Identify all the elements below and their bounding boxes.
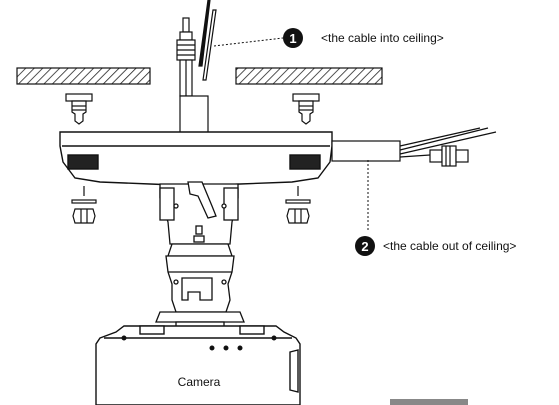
ceiling-right	[235, 67, 383, 85]
mount-plate	[59, 131, 333, 187]
callout-2: 2 <the cable out of ceiling>	[355, 160, 516, 256]
callout-1: 1 <the cable into ceiling>	[213, 28, 444, 48]
bracket-body	[159, 181, 239, 245]
nut-left	[71, 186, 97, 224]
anchor-screw-left	[65, 93, 93, 125]
cable-out-of-ceiling	[331, 127, 497, 167]
callout-1-number: 1	[289, 31, 296, 46]
camera-label: Camera	[178, 375, 221, 389]
cable-into-ceiling	[176, 0, 217, 135]
camera-housing	[95, 325, 301, 405]
callout-2-text: <the cable out of ceiling>	[383, 239, 516, 253]
ceiling-left	[16, 67, 151, 85]
callout-1-leader	[213, 37, 284, 47]
camera-arm	[155, 243, 245, 329]
anchor-screw-right	[292, 93, 320, 125]
callout-2-number: 2	[361, 239, 368, 254]
callout-2-marker	[355, 236, 375, 256]
nut-right	[285, 186, 311, 224]
callout-1-marker	[283, 28, 303, 48]
callout-1-text: <the cable into ceiling>	[321, 31, 444, 45]
gray-bar	[390, 399, 468, 405]
